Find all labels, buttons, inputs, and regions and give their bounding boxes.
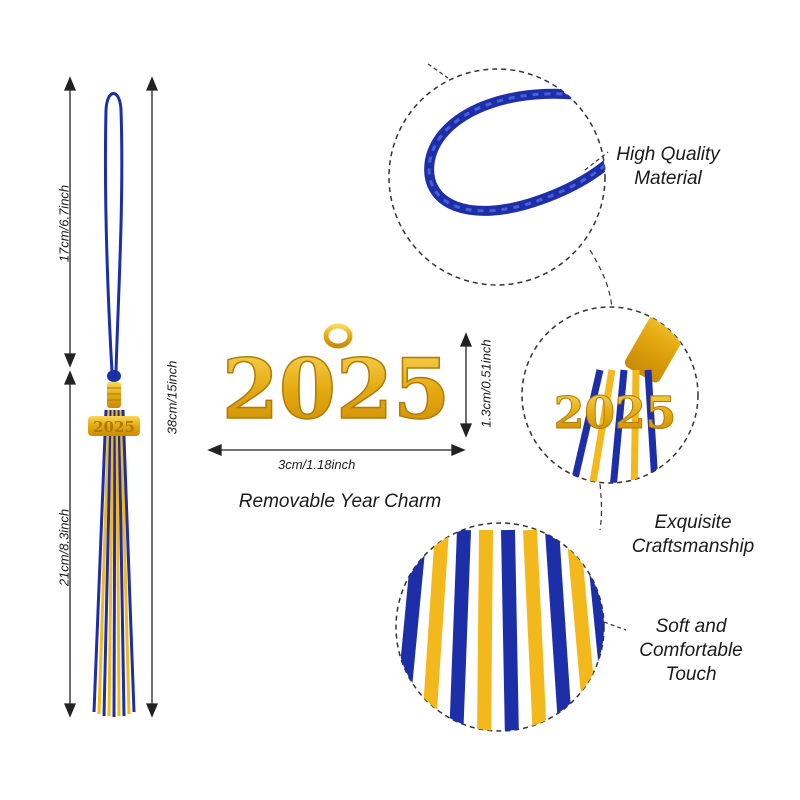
material-closeup	[388, 63, 609, 286]
charm-year-text: 2025	[222, 342, 450, 438]
fringe-length-label: 21cm/8.3inch	[56, 508, 72, 587]
tassel-full-view: 2025	[88, 92, 140, 718]
closeup-charm-year: 2025	[554, 388, 676, 439]
tassel-loop-cord	[103, 92, 124, 373]
craftsmanship-closeup: 2025	[521, 306, 699, 484]
feature-touch: Soft and Comfortable Touch	[639, 616, 743, 685]
feature-material: High Quality Material	[616, 144, 720, 189]
tassel-fringe	[92, 409, 136, 718]
connector-line-2	[599, 483, 603, 531]
connector-line-1	[589, 249, 613, 309]
tassel-charm-year: 2025	[93, 418, 135, 436]
feature-craftsmanship: Exquisite Craftsmanship	[631, 512, 755, 557]
tassel-charm	[88, 416, 140, 436]
tassel-cap	[107, 382, 121, 408]
tassel-knot	[107, 370, 121, 382]
charm-width-label: 3cm/1.18inch	[278, 457, 356, 472]
cord-length-label: 17cm/6.7inch	[56, 184, 72, 263]
touch-closeup	[395, 522, 627, 732]
year-charm-large: 2025	[221, 323, 451, 439]
charm-caption: Removable Year Charm	[238, 491, 442, 512]
charm-height-label: 1.3cm/0.51inch	[478, 339, 494, 428]
dimension-arrows	[64, 76, 472, 718]
total-length-label: 38cm/15inch	[164, 360, 180, 435]
